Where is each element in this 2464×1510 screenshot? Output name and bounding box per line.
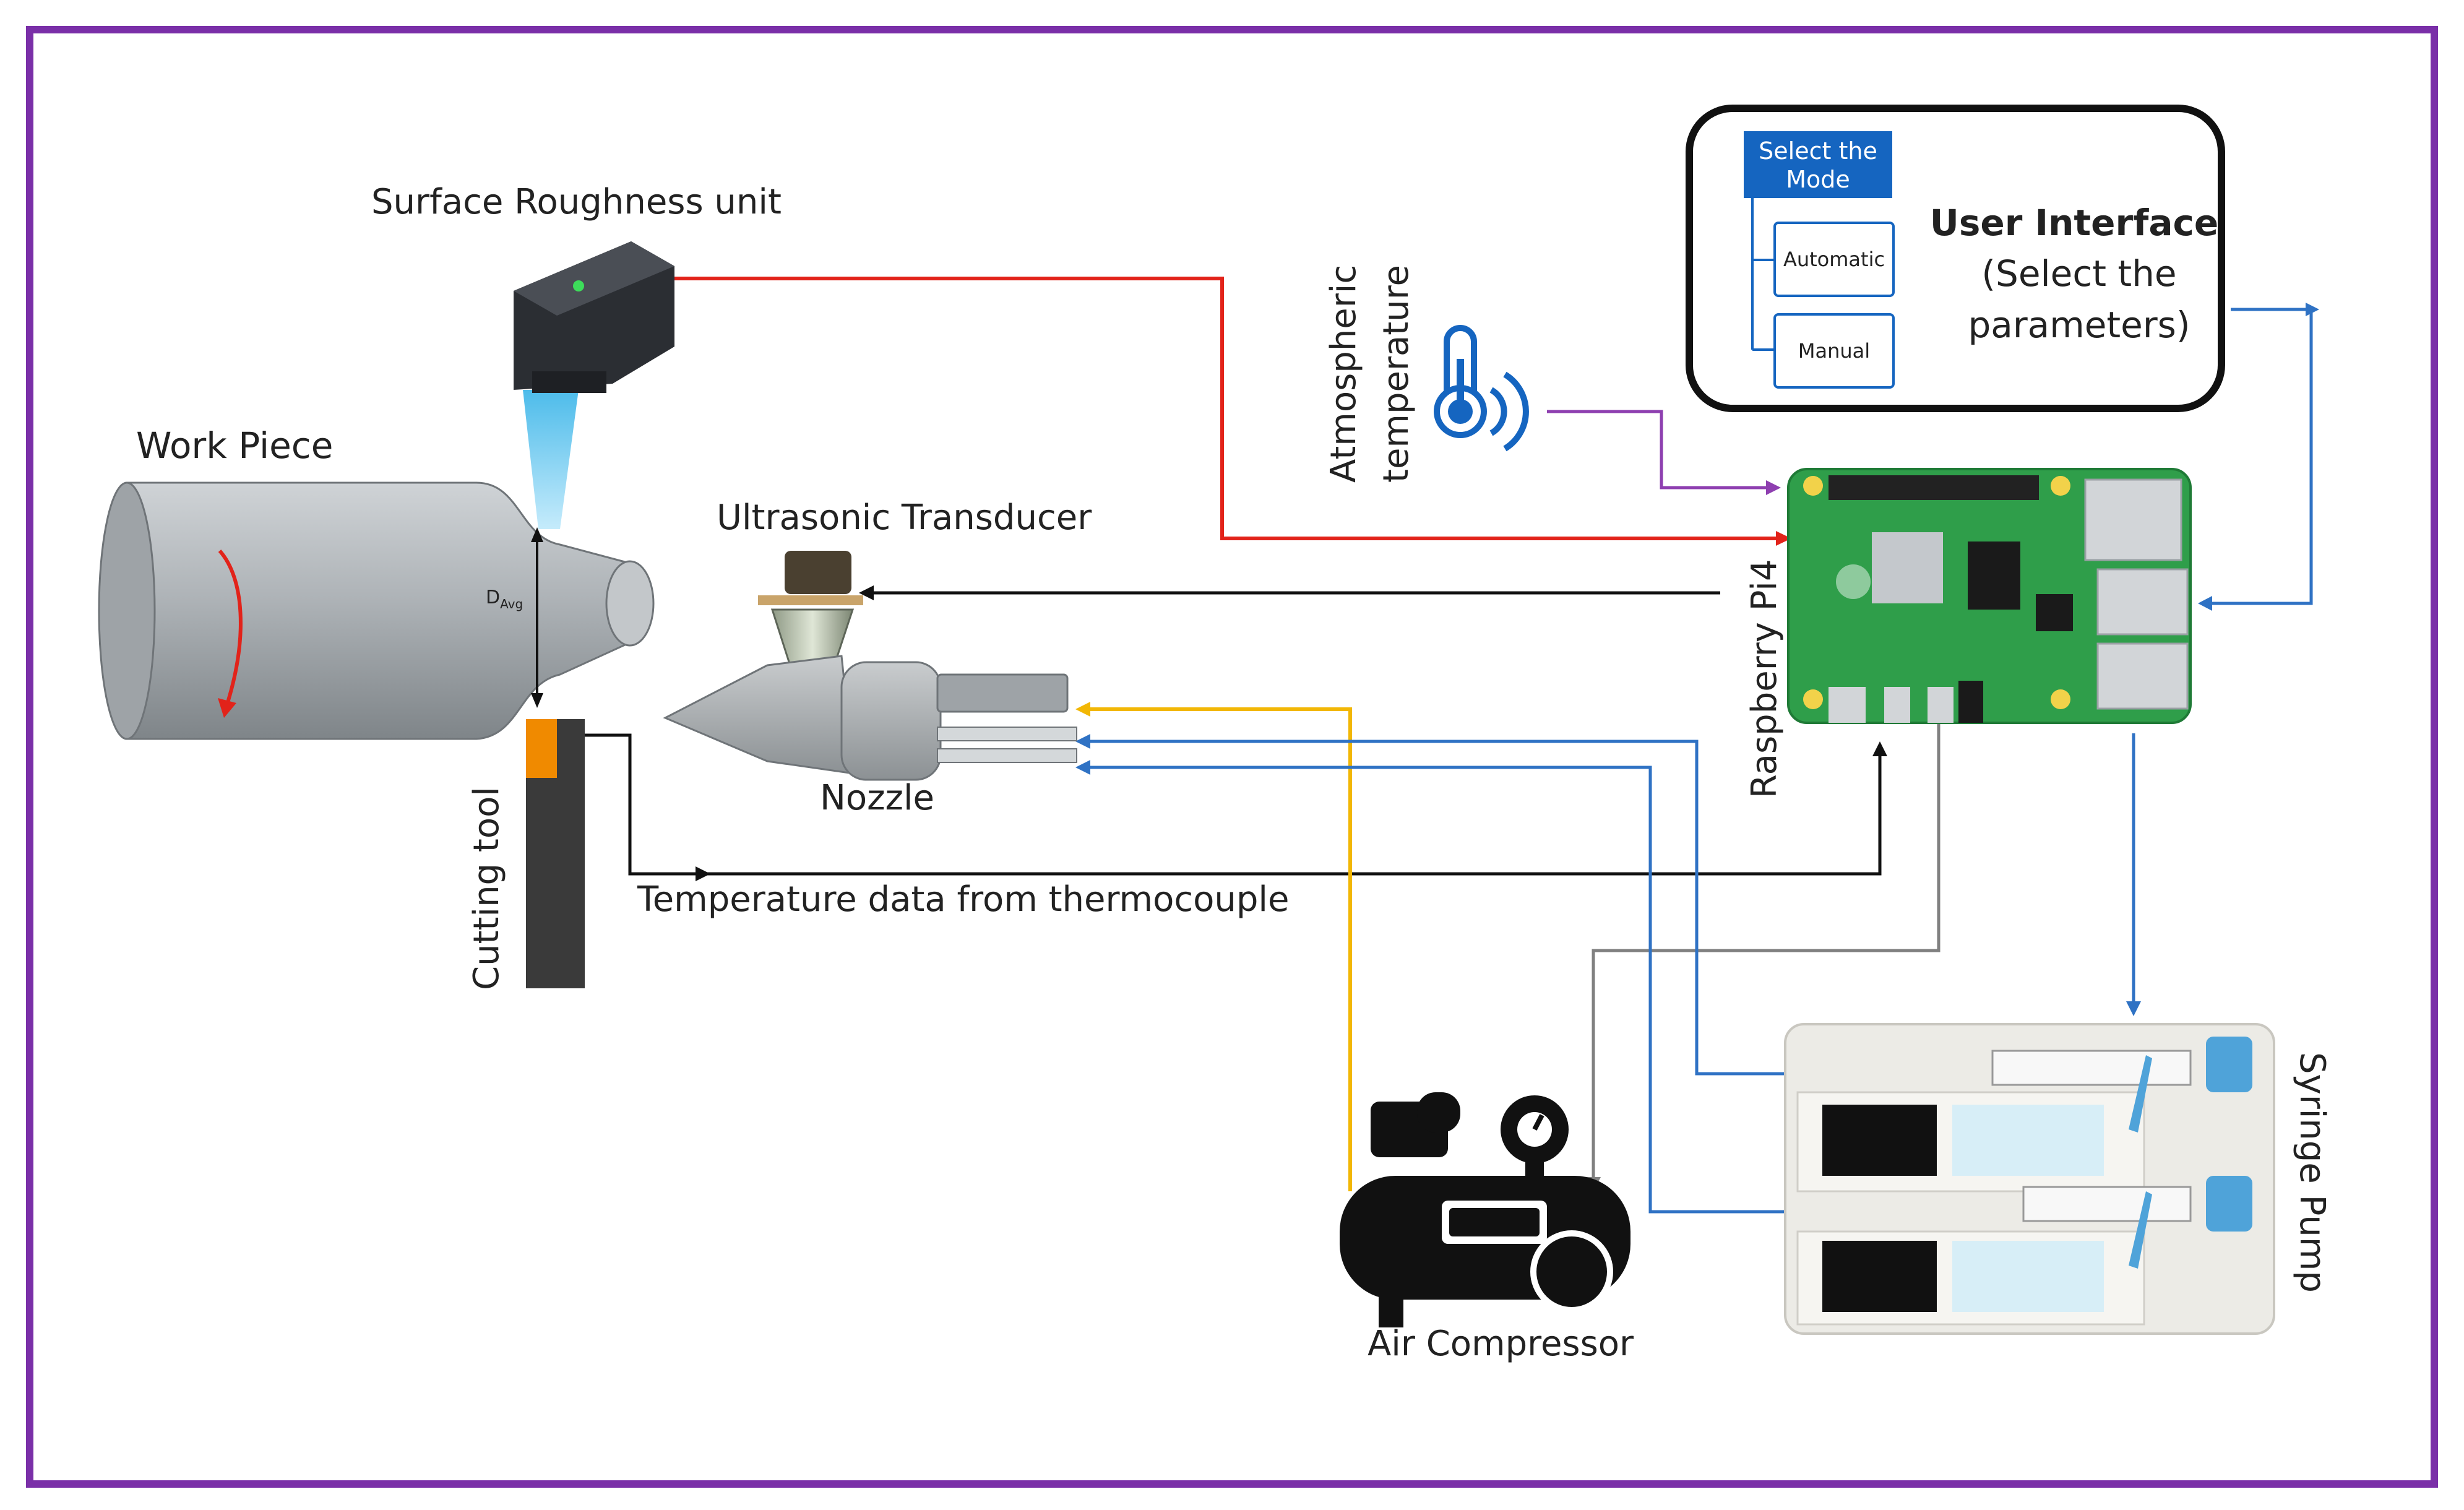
work-piece-label: Work Piece <box>136 425 333 467</box>
ui-link-line <box>2212 308 2313 605</box>
thermocouple-arrow-mid <box>696 866 710 881</box>
nozzle-illustration <box>663 655 1077 781</box>
select-mode-line1: Select the <box>1759 137 1877 165</box>
ultrasonic-transducer-illustration <box>758 551 863 673</box>
purple-signal-line <box>1547 410 1767 490</box>
air-compressor-label: Air Compressor <box>1368 1324 1634 1364</box>
ui-subtitle-line2: parameters) <box>1968 304 2190 346</box>
work-piece-illustration <box>98 481 655 740</box>
thermocouple-line <box>551 733 1882 876</box>
red-signal-line <box>668 277 1779 540</box>
syringe-pump-illustration <box>1784 1023 2275 1335</box>
automatic-option[interactable]: Automatic <box>1773 222 1895 297</box>
diameter-label: DAvg <box>486 587 523 611</box>
ui-title: User Interface <box>1930 202 2218 244</box>
raspberry-pi-label: Raspberry Pi4 <box>1744 559 1785 798</box>
ui-arrow-pi <box>2198 596 2212 611</box>
surface-roughness-sensor-illustration <box>514 241 674 529</box>
ui-subtitle-line1: (Select the <box>1981 252 2176 295</box>
nozzle-label: Nozzle <box>820 778 934 818</box>
cutting-tool-label: Cutting tool <box>467 787 507 990</box>
red-arrowhead <box>1776 531 1791 546</box>
pump-arrowhead <box>2126 1001 2141 1016</box>
air-supply-line <box>1089 707 1352 1191</box>
ultrasonic-transducer-label: Ultrasonic Transducer <box>717 498 1092 538</box>
thermometer-icon <box>1434 325 1529 452</box>
select-mode-line2: Mode <box>1786 166 1850 193</box>
air-arrowhead <box>1075 702 1090 717</box>
purple-arrowhead <box>1766 480 1781 495</box>
coolant-arrow-1 <box>1075 734 1090 749</box>
manual-option[interactable]: Manual <box>1773 313 1895 389</box>
automatic-label: Automatic <box>1783 248 1885 271</box>
temperature-data-label: Temperature data from thermocouple <box>637 879 1289 920</box>
pi-to-compressor-line <box>1592 693 1941 1177</box>
select-mode-button[interactable]: Select the Mode <box>1744 131 1892 198</box>
ui-arrow-right <box>2306 303 2319 316</box>
thermocouple-arrow-pi <box>1872 741 1887 756</box>
air-compressor-icon <box>1340 1092 1630 1327</box>
cutting-tool-illustration <box>526 719 585 988</box>
raspberry-pi-board <box>1787 468 2192 724</box>
syringe-pump-label: Syringe Pump <box>2292 1052 2332 1293</box>
manual-label: Manual <box>1798 339 1870 363</box>
black-arrowhead-transducer <box>859 585 874 600</box>
coolant-arrow-2 <box>1075 760 1090 775</box>
atmospheric-label-line2: temperature <box>1376 265 1416 483</box>
atmospheric-label-line1: Atmospheric <box>1324 265 1364 483</box>
surface-roughness-label: Surface Roughness unit <box>371 182 782 222</box>
